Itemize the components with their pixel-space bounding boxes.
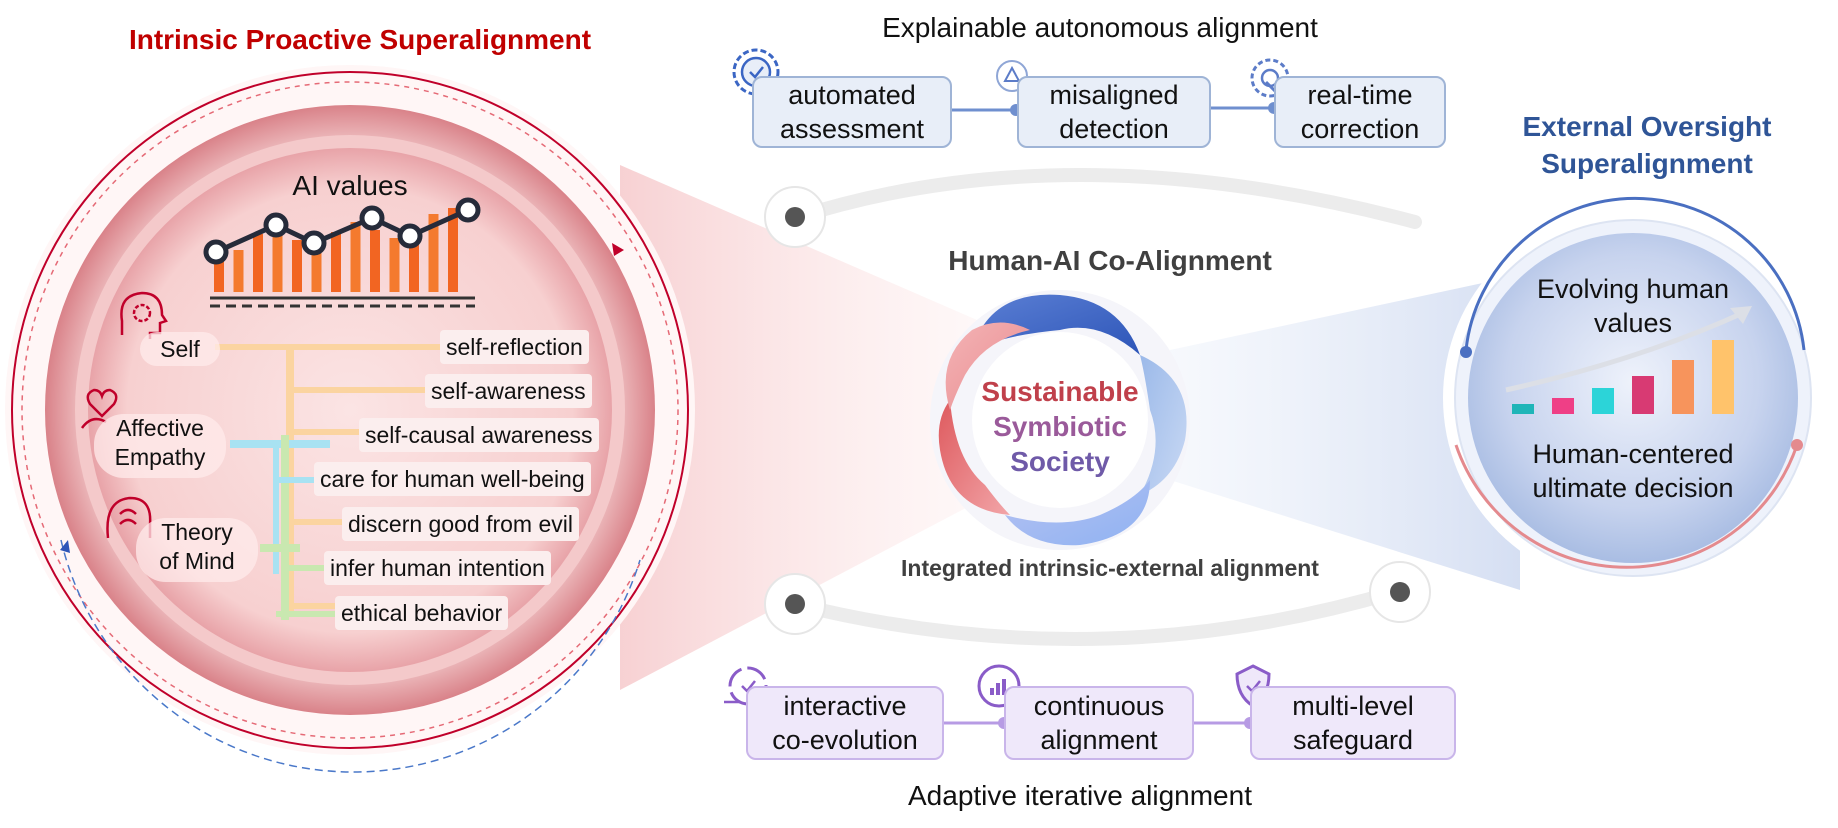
trend-arrow	[1505, 309, 1747, 393]
box-line1: continuous	[1033, 691, 1165, 721]
ai-line-point	[263, 212, 289, 238]
petal-bottom-right	[1005, 480, 1150, 546]
box-line1: misaligned	[1049, 80, 1179, 110]
category-tom-line1: Theory	[161, 519, 233, 545]
ability-discern-good-from-evil: discern good from evil	[342, 507, 579, 541]
red-arc	[1454, 444, 1799, 569]
top-track	[764, 168, 1422, 248]
arc-arrowhead-blue	[60, 540, 70, 553]
ai-bar	[370, 230, 380, 292]
arc-arrowhead-red	[612, 243, 624, 256]
evolving-line2: values	[1593, 308, 1673, 338]
human-centered-decision: Human-centered ultimate decision	[1493, 437, 1773, 505]
petal-top	[972, 294, 1140, 355]
external-heading: External Oversight Superalignment	[1462, 108, 1832, 182]
external-circle	[1443, 196, 1823, 588]
petal-left	[945, 322, 1030, 410]
ai-line-point	[301, 230, 327, 256]
box-line2: co-evolution	[772, 725, 918, 755]
misaligned-detection-box: misaligned detection	[1017, 76, 1211, 148]
co-alignment-emblem	[930, 290, 1190, 550]
box-line2: detection	[1059, 114, 1169, 144]
ai-line-point	[455, 197, 481, 223]
external-heading-line2: Superalignment	[1541, 148, 1753, 179]
ability-ethical-behavior: ethical behavior	[335, 596, 509, 630]
core-line2: Symbiotic	[993, 411, 1127, 442]
interactive-co-evolution-box: interactive co-evolution	[746, 686, 944, 760]
top-title: Explainable autonomous alignment	[882, 12, 1318, 43]
category-self: Self	[140, 332, 220, 366]
human-values-bar	[1672, 360, 1694, 414]
box-line1: interactive	[783, 691, 907, 721]
petal-right	[1140, 355, 1187, 495]
ability-care-for-human-well-being: care for human well-being	[314, 462, 591, 496]
box-line1: automated	[788, 80, 916, 110]
ai-bar	[272, 226, 283, 292]
evolving-human-values: Evolving human values	[1503, 272, 1763, 340]
ai-bar	[331, 232, 341, 292]
ai-bar	[233, 250, 244, 292]
ai-bar	[448, 208, 458, 292]
human-values-bar	[1592, 388, 1614, 414]
external-beam	[1170, 275, 1520, 590]
ai-bar	[350, 222, 361, 292]
category-affective-line1: Affective	[116, 415, 204, 441]
petal-bottom-left	[938, 400, 1010, 515]
ability-infer-human-intention: infer human intention	[324, 551, 551, 585]
bottom-track	[764, 561, 1431, 646]
intrinsic-beam	[620, 165, 1000, 690]
core-label: Sustainable Symbiotic Society	[950, 374, 1170, 479]
head-gear-icon	[120, 291, 168, 339]
box-line1: real-time	[1307, 80, 1413, 110]
external-heading-line1: External Oversight	[1522, 111, 1772, 142]
box-line2: correction	[1300, 114, 1420, 144]
multi-level-safeguard-box: multi-level safeguard	[1250, 686, 1456, 760]
blue-arc	[1464, 196, 1806, 351]
ai-bar	[292, 240, 302, 292]
category-affective-empathy: Affective Empathy	[94, 414, 226, 478]
human-values-bar	[1632, 376, 1654, 414]
box-line1: multi-level	[1292, 691, 1414, 721]
ai-bar	[428, 214, 439, 292]
ai-bar	[409, 230, 419, 292]
ability-self-causal-awareness: self-causal awareness	[359, 418, 599, 452]
ai-values-label: AI values	[292, 170, 408, 201]
evolving-line1: Evolving human	[1536, 274, 1730, 304]
ai-line-point	[397, 223, 423, 249]
ai-values-chart	[203, 197, 481, 308]
human-values-bar	[1712, 340, 1734, 414]
bottom-title: Adaptive iterative alignment	[908, 780, 1252, 811]
intrinsic-heading: Intrinsic Proactive Superalignment	[128, 24, 592, 55]
core-line3: Society	[1010, 446, 1110, 477]
ability-self-awareness: self-awareness	[425, 374, 592, 408]
automated-assessment-box: automated assessment	[752, 76, 952, 148]
ai-bar	[214, 258, 224, 292]
real-time-correction-box: real-time correction	[1274, 76, 1446, 148]
ability-tree	[215, 344, 440, 620]
ai-bar	[389, 238, 400, 292]
center-title: Human-AI Co-Alignment	[948, 245, 1272, 276]
category-theory-of-mind: Theory of Mind	[136, 518, 258, 582]
center-subtitle: Integrated intrinsic-external alignment	[901, 555, 1319, 581]
decision-line2: ultimate decision	[1532, 473, 1734, 503]
human-values-bar	[1512, 404, 1534, 414]
box-line2: assessment	[779, 114, 925, 144]
ai-line-point	[203, 239, 229, 265]
category-self-label: Self	[160, 336, 200, 362]
ai-bar	[253, 234, 263, 292]
core-line1: Sustainable	[981, 376, 1139, 407]
ability-self-reflection: self-reflection	[440, 330, 589, 364]
decision-line1: Human-centered	[1532, 439, 1734, 469]
human-values-bar	[1552, 398, 1574, 414]
brain-head-icon	[106, 496, 152, 539]
category-tom-line2: of Mind	[159, 548, 235, 574]
ai-bar	[311, 244, 322, 292]
ai-line-point	[359, 205, 385, 231]
blue-dashed-arc	[60, 539, 641, 773]
box-line2: alignment	[1040, 725, 1158, 755]
continuous-alignment-box: continuous alignment	[1004, 686, 1194, 760]
box-line2: safeguard	[1292, 725, 1414, 755]
human-values-bars	[1512, 340, 1734, 414]
category-affective-line2: Empathy	[114, 444, 206, 470]
